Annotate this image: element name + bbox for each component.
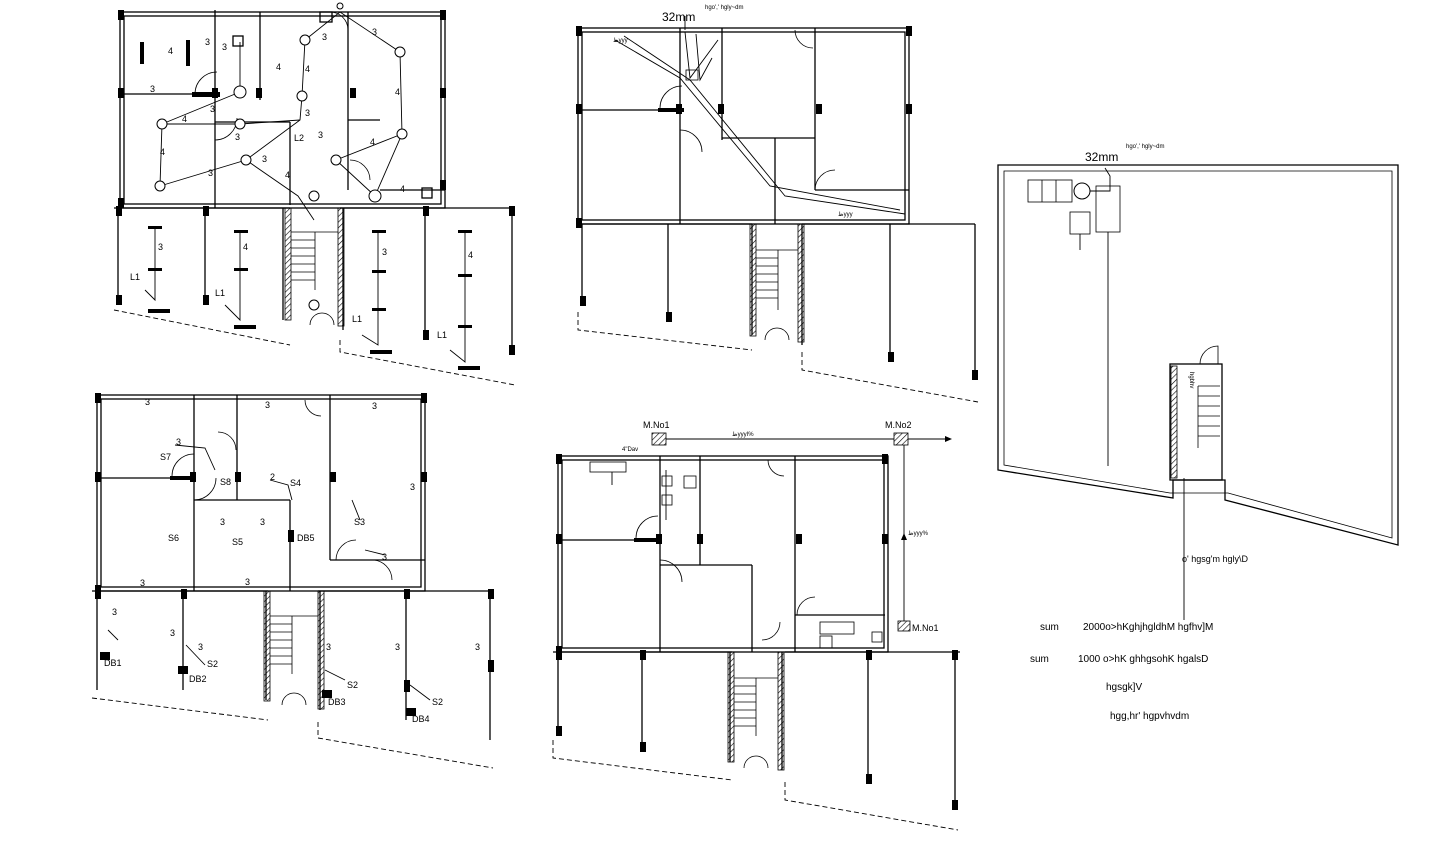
wire-count-label: 4 — [370, 137, 375, 147]
manhole-label: M.No1 — [643, 420, 670, 430]
switch-label: L1 — [437, 330, 447, 340]
wire-count-label: 4 — [182, 114, 187, 124]
wire-count-label: 3 — [210, 104, 215, 114]
wire-count-label: 3 — [158, 242, 163, 252]
legend-row3: hgsgk]V — [1106, 682, 1142, 693]
switch-label: S4 — [290, 478, 301, 488]
wire-count-label: 3 — [112, 607, 117, 617]
wire-count-label: 3 — [150, 84, 155, 94]
slope-note: ظyyy% — [908, 530, 929, 537]
wire-count-label: 3 — [145, 397, 150, 407]
switch-label: S3 — [354, 517, 365, 527]
wire-count-label: 4 — [395, 87, 400, 97]
distribution-board-label: DB1 — [104, 658, 122, 668]
legend-row1-right: 2000o>hKghjhgldhM hgfhv]M — [1083, 622, 1213, 633]
lighting-plan: 4 3 3 3 3 4 3 4 4 3 3 4 3 3 4 3 4 3 4 4 … — [113, 2, 516, 386]
switch-label: L1 — [215, 288, 225, 298]
switch-label: S6 — [168, 533, 179, 543]
pipe-size: 4"Dav — [622, 447, 638, 453]
wire-count-label: 3 — [410, 482, 415, 492]
wire-count-label: 2 — [270, 472, 275, 482]
legend-row1-left: sum — [1040, 622, 1059, 633]
wire-count-label: 4 — [168, 46, 173, 56]
legend-row2-left: sum — [1030, 654, 1049, 665]
wire-count-label: 3 — [176, 437, 181, 447]
wire-count-label: 3 — [140, 578, 145, 588]
manhole-label: M.No1 — [912, 623, 939, 633]
roof-plan: 32mm hgo',' hgly~dm hgbhv o' hgsg'm hgly… — [997, 144, 1399, 620]
tank-note: hgo',' hgly~dm — [1126, 144, 1164, 150]
wire-count-label: 3 — [245, 577, 250, 587]
wire-count-label: 3 — [382, 247, 387, 257]
power-plan: S7 S8 S4 S6 S5 S3 S2 S2 S2 DB5 DB1 DB2 D… — [91, 393, 494, 769]
switch-label: L2 — [294, 133, 304, 143]
wire-count-label: 3 — [326, 642, 331, 652]
wire-count-label: 3 — [395, 642, 400, 652]
wire-count-label: 3 — [262, 154, 267, 164]
wire-count-label: 3 — [220, 517, 225, 527]
switch-label: S5 — [232, 537, 243, 547]
wire-count-label: 3 — [222, 42, 227, 52]
pipe-label: 32mm — [662, 10, 695, 24]
roof-caption: o' hgsg'm hgly\D — [1182, 554, 1248, 564]
switch-label: L1 — [352, 314, 362, 324]
switch-label: S8 — [220, 477, 231, 487]
manhole-label: M.No2 — [885, 420, 912, 430]
wire-count-label: 4 — [305, 64, 310, 74]
wire-count-label: 3 — [208, 168, 213, 178]
wire-count-label: 4 — [400, 184, 405, 194]
distribution-board-label: DB4 — [412, 714, 430, 724]
wire-count-label: 4 — [243, 242, 248, 252]
legend-row4: hgg,hr' hgpvhvdm — [1110, 711, 1189, 722]
stair-note: hgbhv — [1188, 372, 1194, 388]
wire-count-label: 3 — [235, 132, 240, 142]
water-supply-plan: 32mm hgo',' hgly~dm ظyyy ظyyy — [576, 5, 979, 403]
wire-count-label: 3 — [265, 400, 270, 410]
wire-count-label: 3 — [372, 401, 377, 411]
wire-count-label: 3 — [305, 108, 310, 118]
wire-count-label: 3 — [205, 37, 210, 47]
wire-count-label: 3 — [198, 642, 203, 652]
wire-count-label: 3 — [372, 27, 377, 37]
switch-label: S7 — [160, 452, 171, 462]
distribution-board-label: DB5 — [297, 533, 315, 543]
distribution-board-label: DB2 — [189, 674, 207, 684]
wire-count-label: 3 — [318, 130, 323, 140]
wire-count-label: 3 — [382, 552, 387, 562]
switch-label: S2 — [347, 680, 358, 690]
wire-count-label: 4 — [276, 62, 281, 72]
switch-label: L1 — [130, 272, 140, 282]
wire-count-label: 3 — [170, 628, 175, 638]
tank-note: hgo',' hgly~dm — [705, 5, 743, 11]
pipe-tag: ظyyy — [838, 211, 853, 218]
switch-label: S2 — [432, 697, 443, 707]
slope-note: ظyyyا% — [732, 431, 754, 438]
wire-count-label: 3 — [322, 32, 327, 42]
wire-count-label: 4 — [285, 170, 290, 180]
distribution-board-label: DB3 — [328, 697, 346, 707]
drainage-plan: M.No1 M.No2 M.No1 4"Dav ظyyyا% ظyyy% — [552, 420, 960, 831]
wire-count-label: 4 — [160, 147, 165, 157]
wire-count-label: 3 — [475, 642, 480, 652]
legend-row2-right: 1000 o>hK ghhgsohK hgalsD — [1078, 654, 1208, 665]
legend: sum 2000o>hKghjhgldhM hgfhv]M sum 1000 o… — [1030, 622, 1213, 722]
pipe-tag: ظyyy — [613, 37, 628, 44]
wire-count-label: 3 — [260, 517, 265, 527]
wire-count-label: 4 — [468, 250, 473, 260]
switch-label: S2 — [207, 659, 218, 669]
pipe-label: 32mm — [1085, 150, 1118, 164]
